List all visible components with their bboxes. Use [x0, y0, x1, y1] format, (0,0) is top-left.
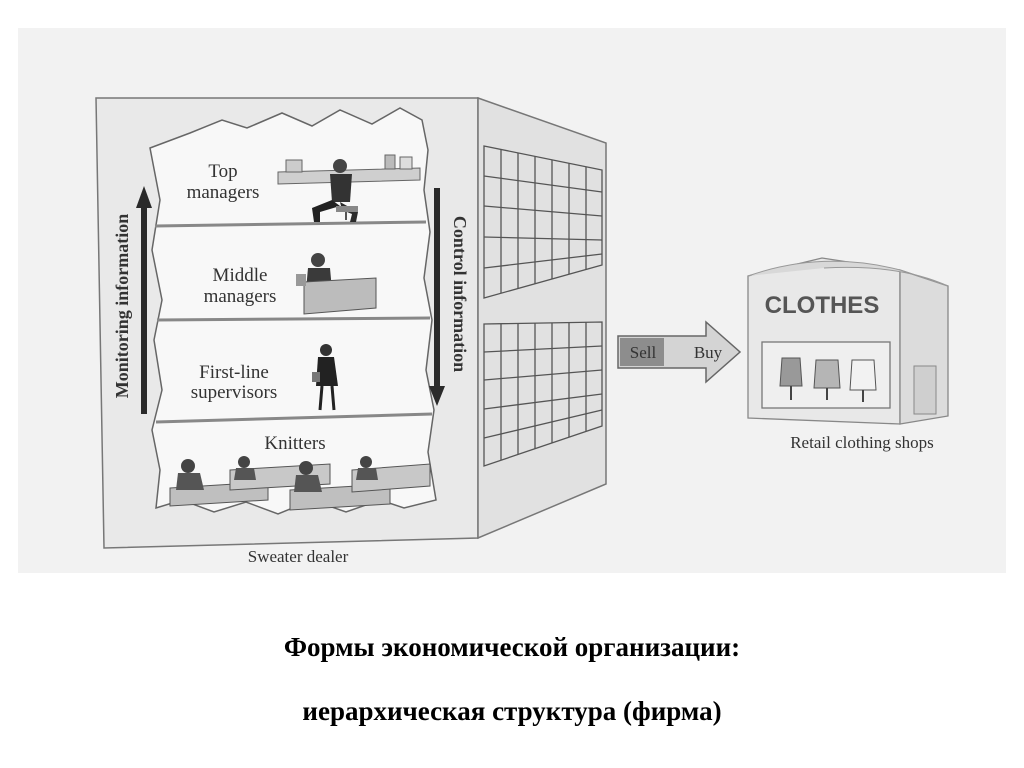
control-information-label: Control information — [450, 216, 470, 372]
level-label-middle-1: Middle — [213, 265, 268, 286]
sell-buy-arrow: Sell Buy — [617, 320, 742, 384]
buy-label: Buy — [694, 343, 723, 362]
supervisor-figure — [312, 344, 338, 411]
shop-roof — [747, 260, 949, 287]
control-arrow — [429, 188, 445, 406]
level-label-top-2: managers — [187, 182, 260, 203]
clothes-sign: CLOTHES — [765, 292, 880, 319]
middle-manager-figure — [296, 253, 377, 315]
slide-caption-line-2: иерархическая структура (фирма) — [302, 696, 722, 726]
level-label-middle-2: managers — [204, 286, 277, 307]
monitoring-arrow — [136, 186, 152, 414]
slide-caption-line-1: Формы экономической организации: — [283, 632, 741, 662]
monitoring-information-label: Monitoring information — [112, 214, 132, 399]
level-label-knitters: Knitters — [264, 433, 325, 454]
hierarchy-diagram: Top managers Middle managers First-line … — [18, 28, 1006, 573]
clothes-displays — [779, 357, 877, 402]
shop-door — [913, 365, 937, 415]
level-label-top-1: Top — [208, 161, 237, 182]
sweater-dealer-building: Top managers Middle managers First-line … — [95, 96, 607, 566]
sell-label: Sell — [630, 343, 657, 362]
upper-window-grid — [483, 145, 603, 299]
level-label-first-1: First-line — [199, 362, 269, 383]
building-interior — [149, 107, 437, 515]
knitters-figures — [169, 456, 431, 511]
building-side-face — [477, 96, 607, 540]
top-manager-figure — [277, 154, 421, 222]
retail-shops-caption: Retail clothing shops — [790, 433, 934, 452]
retail-clothing-shop: CLOTHES Retail clothing shops — [747, 257, 949, 452]
level-label-first-2: supervisors — [191, 382, 278, 403]
lower-window-grid — [483, 321, 603, 467]
sweater-dealer-caption: Sweater dealer — [248, 547, 349, 566]
floor-dividers — [154, 220, 433, 424]
